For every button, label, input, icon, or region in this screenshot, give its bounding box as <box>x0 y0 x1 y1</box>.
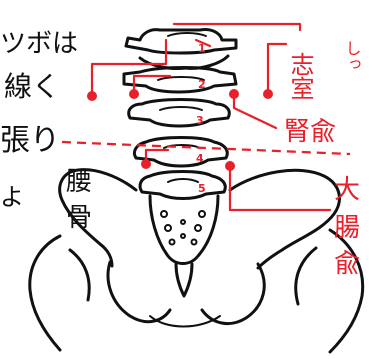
note-line-3: 張り <box>0 123 60 158</box>
vertebra-number-4: 4 <box>196 152 204 165</box>
vertebra-number-5: 5 <box>198 182 206 195</box>
bone-label: 腰 骨 <box>66 167 92 233</box>
vertebra-number-2: 2 <box>198 78 206 91</box>
vertebra-l5 <box>140 172 225 199</box>
note-line-2: 線く <box>4 70 60 103</box>
sacral-foramina <box>161 211 205 245</box>
jinyu-right-leader <box>234 94 276 128</box>
sacrum <box>150 196 218 264</box>
vertebra-l1 <box>126 29 236 68</box>
left-ischium <box>108 262 170 322</box>
vertebra-number-1: 1 <box>198 42 206 55</box>
shishitsu-right-bracket <box>268 44 286 94</box>
daichoyu-point-right <box>225 161 235 171</box>
label-yokotsu-2: 骨 <box>66 203 92 233</box>
label-daichoyu-3: 兪 <box>334 249 360 279</box>
shishitsu-point-left <box>87 91 97 101</box>
label-daichoyu-1: 大 <box>334 175 360 205</box>
label-daichoyu-2: 腸 <box>334 213 360 243</box>
daichoyu-point-left <box>141 159 151 169</box>
lumbar-spine <box>124 29 236 198</box>
right-ischium <box>202 264 264 324</box>
coccyx <box>176 264 192 296</box>
left-femur-head <box>30 236 60 350</box>
label-shishitsu-ruby: しっ <box>343 40 362 72</box>
label-yokotsu-1: 腰 <box>66 167 92 197</box>
right-hip-socket <box>296 248 316 304</box>
note-line-4: よ <box>0 183 24 211</box>
label-jinyu: 腎兪 <box>284 117 336 147</box>
jinyu-point-right <box>229 89 239 99</box>
vertebra-l2 <box>124 68 236 93</box>
right-iliac-wing <box>230 170 339 268</box>
label-shishitsu: 志室 <box>286 52 314 100</box>
note-line-1: ツボは <box>0 29 78 59</box>
vertebra-number-3: 3 <box>196 114 204 127</box>
jinyu-point-left <box>129 89 139 99</box>
vertebra-l3 <box>129 100 230 127</box>
shishitsu-point-right <box>263 89 273 99</box>
left-hip-socket <box>70 250 89 300</box>
